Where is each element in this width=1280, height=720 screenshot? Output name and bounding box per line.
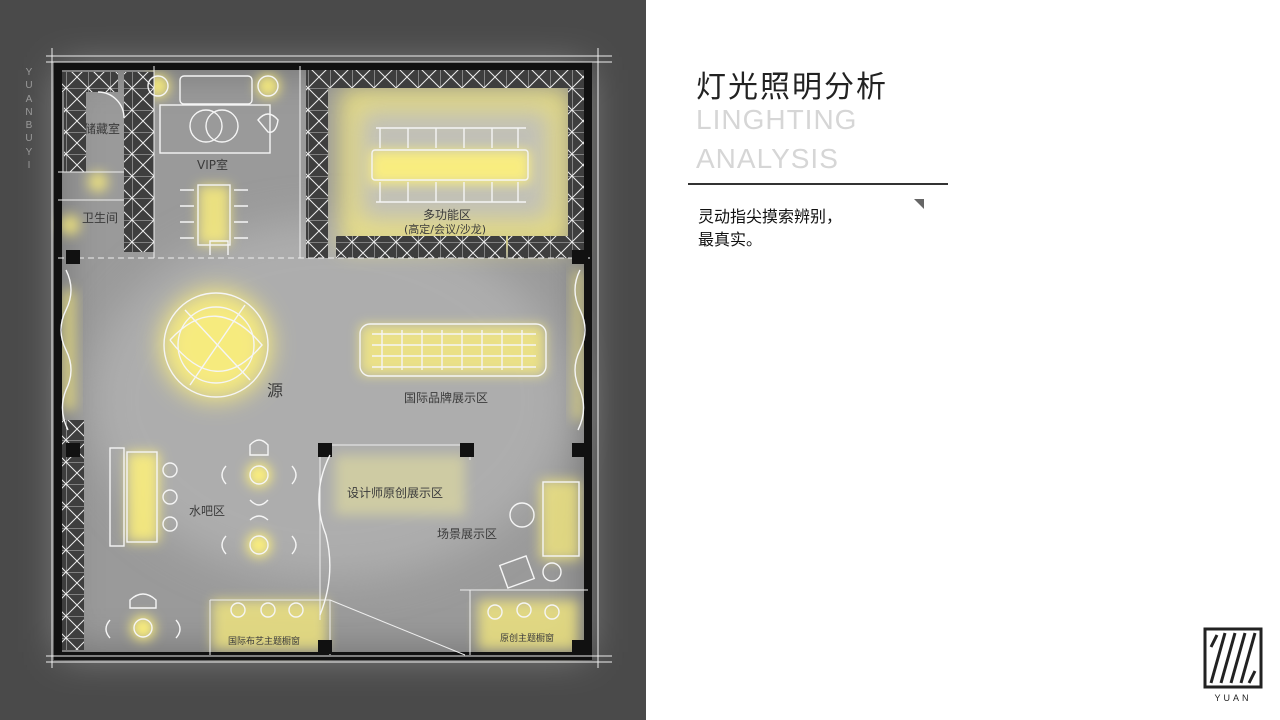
floor-plan-panel: 储藏室 VIP室 卫生间 多功能区 (高定/会议/沙龙) 源 国际品牌展示区 设… <box>0 0 646 720</box>
label-intl-brand: 国际品牌展示区 <box>404 391 488 405</box>
logo-text: YUAN <box>1214 693 1252 703</box>
description-line: 灵动指尖摸索辨别， <box>698 207 843 226</box>
brand-logo: YUAN <box>1203 627 1263 707</box>
lighting-floor-plan: 储藏室 VIP室 卫生间 多功能区 (高定/会议/沙龙) 源 国际品牌展示区 设… <box>46 48 612 668</box>
vertical-brand-text: Y U A N B U Y I <box>22 66 36 172</box>
side-letter: Y <box>25 146 33 158</box>
side-letter: U <box>25 133 33 145</box>
furniture <box>60 75 586 639</box>
corner-triangle-icon <box>914 199 924 209</box>
side-letter: Y <box>25 67 33 78</box>
label-designer: 设计师原创展示区 <box>347 486 443 500</box>
side-letter: U <box>25 80 33 92</box>
side-letter: A <box>25 93 33 105</box>
label-water-bar: 水吧区 <box>189 504 225 518</box>
label-multi: 多功能区 <box>423 208 471 222</box>
label-source: 源 <box>267 381 283 400</box>
side-letter: B <box>25 120 33 132</box>
title-english-line1: LINGHTING <box>696 104 858 135</box>
title-chinese: 灯光照明分析 <box>696 70 888 105</box>
label-original: 原创主题橱窗 <box>500 632 554 644</box>
truss-walls <box>62 66 588 650</box>
title-divider <box>688 183 948 185</box>
room-labels: 储藏室 VIP室 卫生间 多功能区 (高定/会议/沙龙) 源 国际品牌展示区 设… <box>82 121 554 647</box>
label-storage: 储藏室 <box>84 121 120 136</box>
label-bathroom: 卫生间 <box>82 211 118 225</box>
label-multi-sub: (高定/会议/沙龙) <box>404 222 486 236</box>
description-line: 最真实。 <box>698 230 763 249</box>
title-english-line2: ANALYSIS <box>696 143 839 174</box>
text-panel: 灯光照明分析 LINGHTING ANALYSIS 灵动指尖摸索辨别， 最真实。… <box>646 0 1280 720</box>
label-scene: 场景展示区 <box>437 527 497 541</box>
side-letter: I <box>27 160 31 172</box>
label-intl-fabric: 国际布艺主题橱窗 <box>228 635 300 647</box>
side-letter: N <box>25 106 33 118</box>
label-vip: VIP室 <box>197 157 228 172</box>
logo-mark-icon <box>1203 627 1263 689</box>
wall-posts <box>66 250 586 654</box>
description: 灵动指尖摸索辨别， 最真实。 <box>698 205 842 251</box>
